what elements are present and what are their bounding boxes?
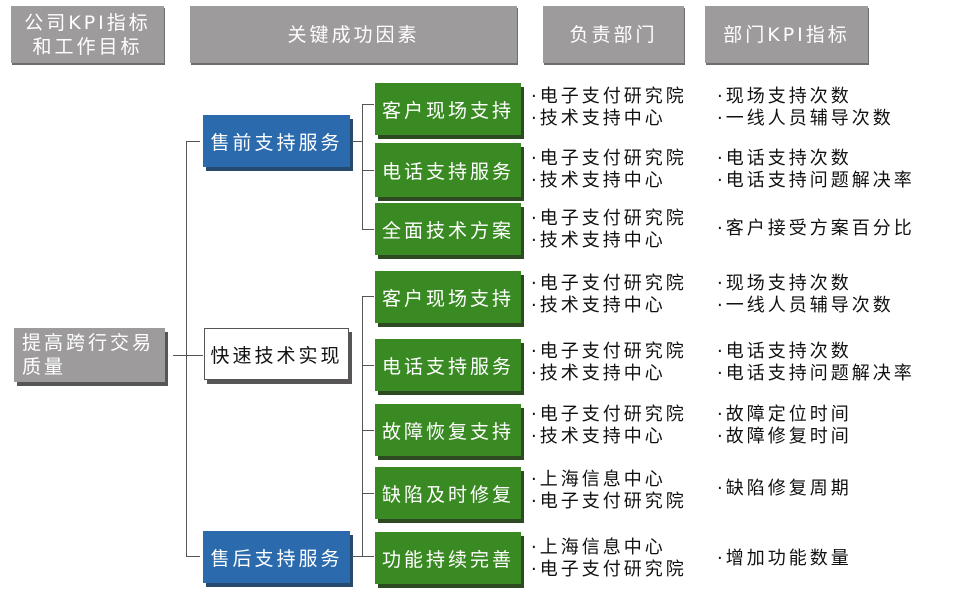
kpi-item: ·现场支持次数 bbox=[717, 273, 852, 294]
factor-phone-support-aftersales: 电话支持服务 bbox=[375, 339, 521, 391]
dept-item: ·技术支持中心 bbox=[531, 363, 666, 384]
dept-cell: ·电子支付研究院 ·技术支持中心 bbox=[531, 148, 687, 192]
header-key-success-factors: 关键成功因素 bbox=[190, 6, 517, 63]
kpi-item: ·故障修复时间 bbox=[717, 426, 852, 447]
factor-onsite-support-aftersales: 客户现场支持 bbox=[375, 271, 521, 323]
node-fast-tech-impl: 快速技术实现 bbox=[204, 328, 349, 380]
dept-item: ·电子支付研究院 bbox=[531, 559, 687, 580]
kpi-item: ·一线人员辅导次数 bbox=[717, 108, 894, 129]
dept-item: ·上海信息中心 bbox=[531, 469, 666, 490]
header-company-kpi-line2: 和工作目标 bbox=[32, 35, 143, 58]
root-line1: 提高跨行交易 bbox=[22, 332, 155, 354]
header-company-kpi-line1: 公司KPI指标 bbox=[24, 11, 151, 34]
connector-aftersales bbox=[186, 556, 200, 557]
dept-cell: ·上海信息中心 ·电子支付研究院 bbox=[531, 469, 687, 513]
dept-item: ·电子支付研究院 bbox=[531, 491, 687, 512]
root-line2: 质量 bbox=[22, 356, 67, 378]
kpi-item: ·故障定位时间 bbox=[717, 404, 852, 425]
dept-item: ·电子支付研究院 bbox=[531, 273, 687, 294]
dept-item: ·技术支持中心 bbox=[531, 230, 666, 251]
connector-f3 bbox=[362, 296, 374, 297]
factor-fault-recovery: 故障恢复支持 bbox=[375, 404, 521, 456]
kpi-item: ·电话支持问题解决率 bbox=[717, 363, 915, 384]
connector-f6 bbox=[362, 493, 374, 494]
header-dept-kpi: 部门KPI指标 bbox=[705, 6, 868, 63]
kpi-cell: ·故障定位时间 ·故障修复时间 bbox=[717, 404, 852, 448]
kpi-cell: ·现场支持次数 ·一线人员辅导次数 bbox=[717, 273, 894, 317]
kpi-cell: ·电话支持次数 ·电话支持问题解决率 bbox=[717, 148, 915, 192]
kpi-cell: ·电话支持次数 ·电话支持问题解决率 bbox=[717, 341, 915, 385]
connector-presales-out bbox=[352, 141, 363, 142]
connector-f1 bbox=[362, 170, 374, 171]
dept-cell: ·电子支付研究院 ·技术支持中心 bbox=[531, 341, 687, 385]
dept-item: ·上海信息中心 bbox=[531, 537, 666, 558]
dept-cell: ·电子支付研究院 ·技术支持中心 bbox=[531, 404, 687, 448]
node-presales-support: 售前支持服务 bbox=[203, 115, 350, 167]
kpi-item: ·电话支持次数 bbox=[717, 148, 852, 169]
factor-onsite-support-presales: 客户现场支持 bbox=[375, 83, 521, 135]
dept-cell: ·电子支付研究院 ·技术支持中心 bbox=[531, 86, 687, 130]
factor-phone-support-presales: 电话支持服务 bbox=[375, 143, 521, 197]
connector-f4 bbox=[362, 365, 374, 366]
dept-item: ·技术支持中心 bbox=[531, 170, 666, 191]
kpi-item: ·电话支持问题解决率 bbox=[717, 170, 915, 191]
connector-presales bbox=[186, 141, 200, 142]
dept-item: ·电子支付研究院 bbox=[531, 86, 687, 107]
node-aftersales-support: 售后支持服务 bbox=[203, 531, 350, 583]
kpi-item: ·一线人员辅导次数 bbox=[717, 295, 894, 316]
root-goal-node: 提高跨行交易 质量 bbox=[14, 328, 165, 382]
dept-item: ·电子支付研究院 bbox=[531, 404, 687, 425]
dept-item: ·技术支持中心 bbox=[531, 108, 666, 129]
connector-f5 bbox=[362, 430, 374, 431]
connector-f0 bbox=[362, 104, 374, 105]
dept-item: ·电子支付研究院 bbox=[531, 341, 687, 362]
connector-presales-trunk bbox=[362, 104, 363, 230]
dept-item: ·技术支持中心 bbox=[531, 426, 666, 447]
header-responsible-dept: 负责部门 bbox=[543, 6, 684, 63]
connector-aftersales-trunk bbox=[362, 296, 363, 557]
connector-root bbox=[173, 355, 203, 356]
dept-cell: ·电子支付研究院 ·技术支持中心 bbox=[531, 208, 687, 252]
kpi-item: ·客户接受方案百分比 bbox=[717, 218, 915, 239]
factor-defect-fix: 缺陷及时修复 bbox=[375, 467, 521, 519]
factor-feature-improvement: 功能持续完善 bbox=[375, 532, 521, 584]
kpi-item: ·现场支持次数 bbox=[717, 86, 852, 107]
dept-cell: ·电子支付研究院 ·技术支持中心 bbox=[531, 273, 687, 317]
header-company-kpi: 公司KPI指标 和工作目标 bbox=[11, 6, 164, 63]
connector-trunk-l2 bbox=[186, 141, 187, 557]
dept-cell: ·上海信息中心 ·电子支付研究院 bbox=[531, 537, 687, 581]
kpi-cell: ·客户接受方案百分比 bbox=[717, 218, 915, 240]
dept-item: ·电子支付研究院 bbox=[531, 148, 687, 169]
dept-item: ·技术支持中心 bbox=[531, 295, 666, 316]
connector-f2 bbox=[362, 229, 374, 230]
kpi-cell: ·现场支持次数 ·一线人员辅导次数 bbox=[717, 86, 894, 130]
factor-full-tech-solution: 全面技术方案 bbox=[375, 203, 521, 255]
kpi-item: ·缺陷修复周期 bbox=[717, 478, 852, 499]
connector-aftersales-out bbox=[352, 556, 374, 557]
kpi-cell: ·增加功能数量 bbox=[717, 548, 852, 570]
kpi-cell: ·缺陷修复周期 bbox=[717, 478, 852, 500]
kpi-item: ·电话支持次数 bbox=[717, 341, 852, 362]
dept-item: ·电子支付研究院 bbox=[531, 208, 687, 229]
kpi-item: ·增加功能数量 bbox=[717, 548, 852, 569]
